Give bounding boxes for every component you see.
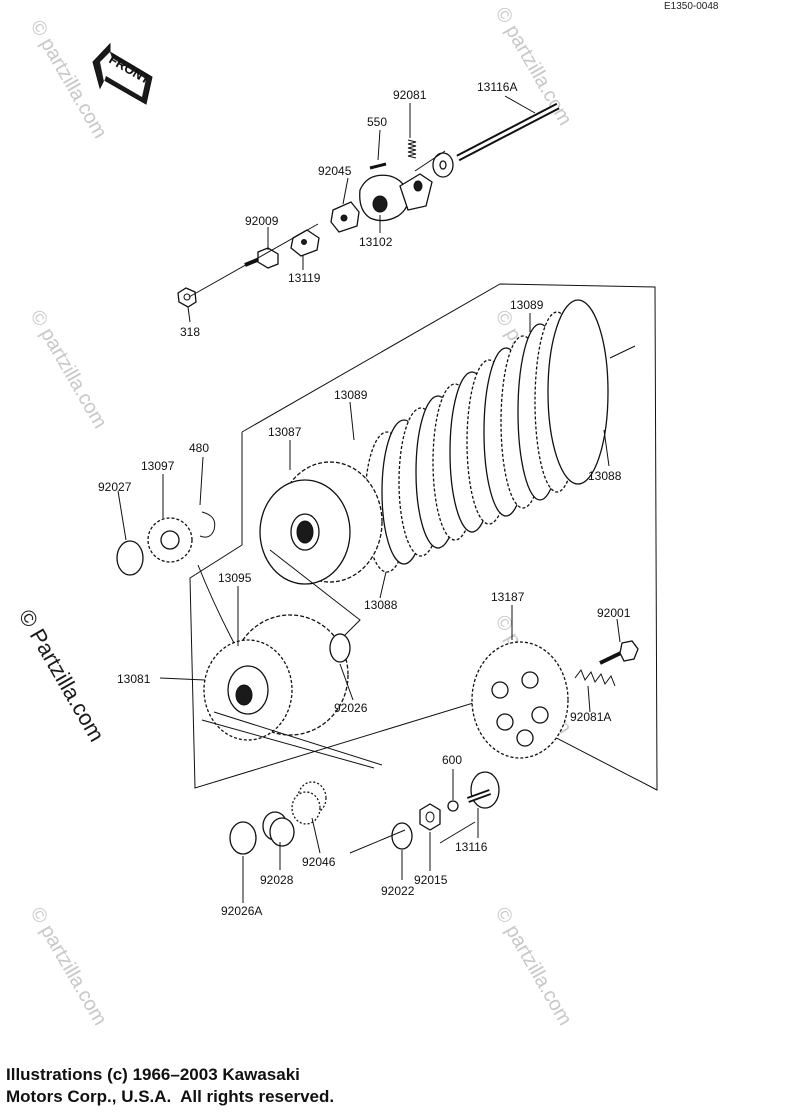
bearing-92046 [291,781,327,825]
watermark-bottom-left: © partzilla.com [26,904,111,1030]
label-92015: 92015 [414,873,448,887]
release-lever-13102 [359,173,433,222]
label-13088-right: 13088 [588,469,622,483]
label-92001: 92001 [597,606,631,620]
label-92081A: 92081A [570,710,611,724]
label-92026A: 92026A [221,904,262,918]
label-13095: 13095 [218,571,252,585]
label-600: 600 [442,753,462,767]
label-92081: 92081 [393,88,427,102]
label-92009: 92009 [245,214,279,228]
label-13116A: 13116A [477,80,517,94]
pushrod-13116A [432,102,560,178]
nut-92015 [419,803,441,831]
nut-318 [177,287,197,308]
spring-92081A [574,668,616,687]
pushrod-13116 [466,771,500,809]
label-92027: 92027 [98,480,132,494]
copyright-notice: Illustrations (c) 1966–2003 Kawasaki Mot… [6,1064,334,1108]
gear-13097 [147,517,193,563]
plate-13119 [290,229,320,257]
clutch-hub-13087 [259,461,383,585]
label-92026: 92026 [334,701,368,715]
label-13081: 13081 [117,672,151,686]
label-550: 550 [367,115,387,129]
watermark-mid-left: © partzilla.com [26,307,111,433]
circlip-480 [199,511,216,538]
pressure-plate-13187 [471,641,569,759]
washer-92022 [391,822,413,850]
label-13102: 13102 [359,235,393,249]
assembly-lines [188,150,636,854]
plate-92045 [330,201,360,233]
label-318: 318 [180,325,200,339]
pin-550 [369,162,387,170]
label-13116: 13116 [455,840,488,854]
ball-600 [447,800,459,812]
label-13089-top: 13089 [510,298,544,312]
copyright-line-1: Illustrations (c) 1966–2003 Kawasaki [6,1065,300,1084]
washer-92026A [229,821,257,855]
label-13119: 13119 [288,271,321,285]
washer-92026 [329,633,351,663]
label-13187: 13187 [491,590,525,604]
washer-92027 [116,540,144,576]
spring-92081 [407,139,417,159]
label-92046: 92046 [302,855,336,869]
watermark-top-right: © partzilla.com [491,4,576,130]
label-13089-mid: 13089 [334,388,368,402]
diagram-code: E1350-0048 [664,1,719,12]
bolt-92009 [244,247,279,269]
label-13097: 13097 [141,459,175,473]
sleeve-92028 [262,811,295,847]
label-92022: 92022 [381,884,415,898]
clutch-plate-stack [364,299,609,573]
label-480: 480 [189,441,209,455]
label-92045: 92045 [318,164,352,178]
watermark-bottom-right: © partzilla.com [491,904,576,1030]
label-92028: 92028 [260,873,294,887]
part-labels: 13116A 92081 550 92045 13102 92009 13119… [98,80,631,918]
bolt-92001 [599,640,639,665]
copyright-line-2: Motors Corp., U.S.A. All rights reserved… [6,1087,335,1106]
label-13088-bottom: 13088 [364,598,398,612]
watermark-side: © Partzilla.com [14,605,110,746]
label-13087: 13087 [268,425,302,439]
leader-lines [117,95,621,903]
front-arrow: FRONT [92,42,153,105]
clutch-housing-13081 [197,564,349,741]
